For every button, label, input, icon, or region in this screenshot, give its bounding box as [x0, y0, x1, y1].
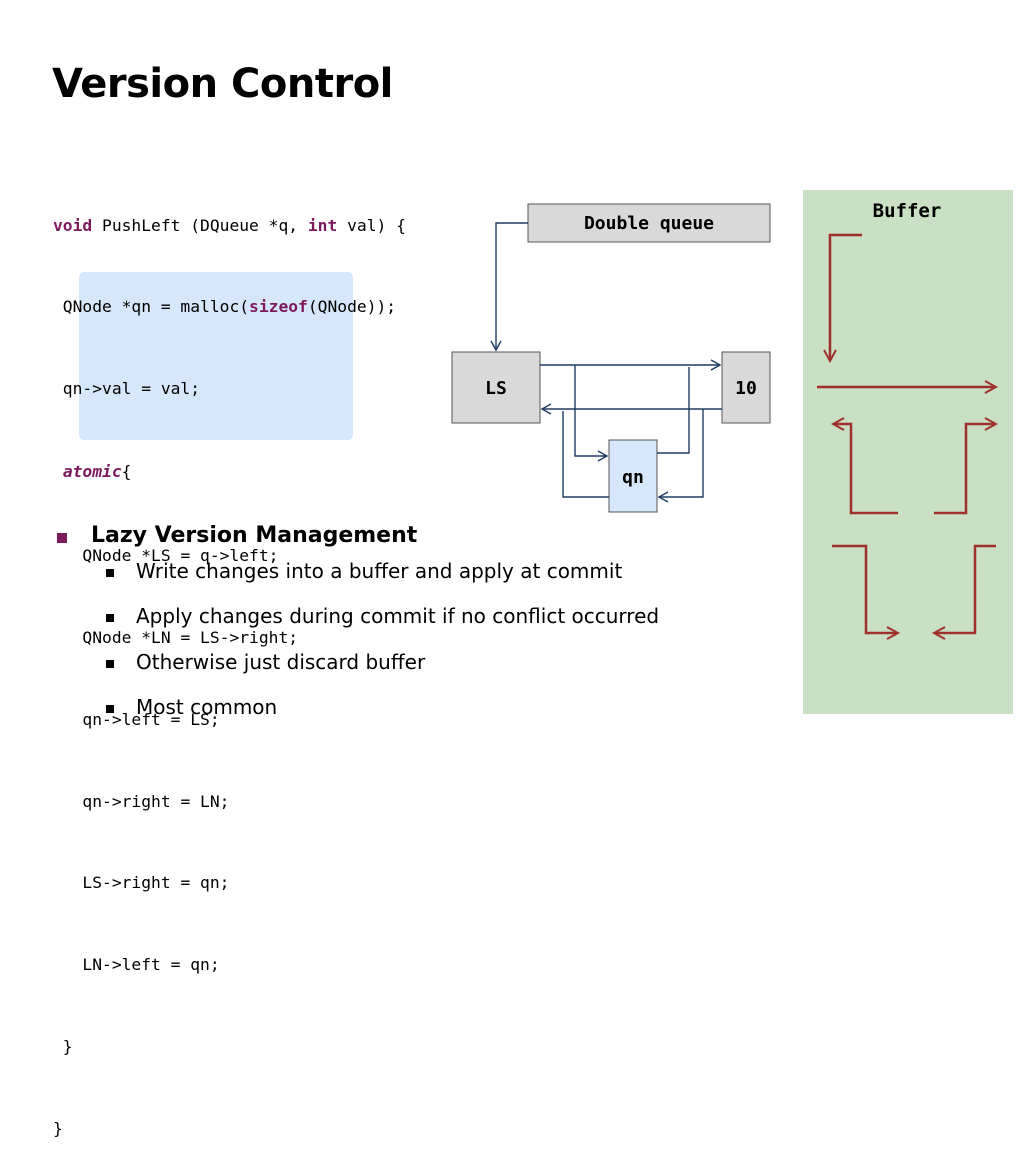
code-text: QNode *LS = q->left;	[82, 545, 279, 565]
buffer-arrow-down	[830, 233, 862, 360]
code-text: qn->right = LN;	[82, 791, 230, 811]
node-10-label: 10	[735, 378, 757, 399]
diagram-canvas: Buffer Double queue LS 10 qn	[451, 190, 1013, 714]
bullet-main-text: Lazy Version Management	[91, 523, 418, 548]
atomic-code-line: LS->right = qn;	[53, 869, 406, 896]
code-text: QNode *LN = LS->right;	[82, 627, 299, 647]
page-title: Version Control	[52, 61, 393, 107]
buffer-label: Buffer	[873, 200, 942, 222]
code-line: atomic{	[53, 457, 406, 487]
sub-bullet-square-icon	[106, 569, 114, 577]
double-queue-box	[527, 203, 771, 243]
code-line: qn->val = val;	[53, 379, 201, 399]
node-ls-label: LS	[485, 378, 507, 399]
sub-bullet-square-icon	[106, 704, 114, 713]
code-text: qn->left = LS;	[82, 709, 220, 729]
buffer-arrow-down-right	[832, 544, 897, 633]
code-keyword: sizeof	[249, 297, 308, 317]
code-text: PushLeft (DQueue *q,	[92, 215, 308, 235]
sub-bullet-text: Apply changes during commit if no confli…	[136, 604, 660, 629]
ls-to-qn-pointer	[574, 365, 609, 462]
code-keyword: void	[53, 215, 93, 235]
code-text: {	[121, 462, 132, 482]
atomic-code-line: QNode *LS = q->left;	[53, 542, 406, 569]
sub-bullet-text: Write changes into a buffer and apply at…	[136, 559, 623, 583]
code-text: LN->left = qn;	[82, 955, 220, 975]
code-line: }	[53, 1037, 73, 1057]
double-queue-label: Double queue	[584, 213, 714, 234]
sub-bullet-square-icon	[106, 614, 114, 623]
qn-right-pointer	[657, 367, 690, 454]
atomic-code-line: LN->left = qn;	[53, 951, 406, 978]
atomic-code-line: qn->right = LN;	[53, 788, 406, 815]
code-line: QNode *qn = malloc(sizeof(QNode));	[53, 293, 406, 320]
buffer-arrow-up-left	[834, 424, 898, 515]
sub-bullet-text: Otherwise just discard buffer	[136, 649, 426, 674]
code-text: val) {	[337, 215, 406, 235]
node-ls	[451, 351, 541, 424]
code-line: void PushLeft (DQueue *q, int val) {	[53, 212, 406, 239]
code-text: LS->right = qn;	[82, 873, 230, 893]
code-keyword: atomic	[62, 462, 122, 482]
node-qn	[608, 439, 658, 513]
code-keyword: int	[307, 215, 338, 235]
code-text: (QNode));	[307, 297, 397, 317]
sub-bullet-text: Most common	[136, 694, 278, 719]
sub-bullet-square-icon	[106, 659, 114, 668]
atomic-block-highlight	[79, 272, 353, 440]
buffer-arrow-up-right	[934, 424, 995, 515]
node-qn-label: qn	[622, 467, 644, 488]
ten-to-qn-pointer	[657, 409, 704, 503]
buffer-panel	[803, 190, 1013, 714]
code-text: QNode *qn = malloc(	[53, 297, 250, 317]
bullet-square-icon	[57, 533, 67, 543]
node-10	[721, 351, 771, 424]
atomic-code-line: qn->left = LS;	[53, 706, 406, 733]
code-line: }	[53, 1119, 63, 1139]
queue-left-pointer	[490, 222, 528, 352]
atomic-code-line: QNode *LN = LS->right;	[53, 624, 406, 651]
qn-left-pointer	[562, 411, 609, 498]
buffer-arrow-down-left	[935, 544, 996, 633]
